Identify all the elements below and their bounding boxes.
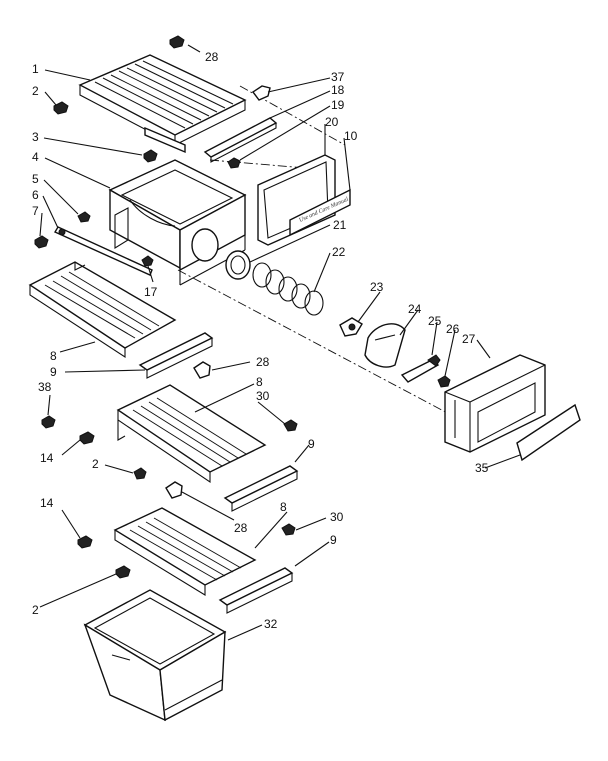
callout-7: 7 <box>32 204 39 218</box>
leader-lines <box>39 44 521 641</box>
screw-2-middle <box>133 467 147 480</box>
callout-28-lower: 28 <box>234 521 248 535</box>
part-26 <box>437 375 451 388</box>
drawer-27 <box>444 354 546 453</box>
callout-32: 32 <box>264 617 278 631</box>
screw-2-top <box>53 101 69 115</box>
door-panel: Use and Care Manual <box>257 154 351 246</box>
callout-10: 10 <box>344 129 358 143</box>
spring-22 <box>252 262 324 316</box>
screw-30-middle <box>283 419 298 432</box>
callout-25: 25 <box>428 314 442 328</box>
screw-30-lower <box>281 523 296 536</box>
callout-2-lower: 2 <box>32 603 39 617</box>
panel-35 <box>516 403 581 462</box>
callout-14-upper: 14 <box>40 451 54 465</box>
callout-18: 18 <box>331 83 345 97</box>
trim-9-lower <box>218 567 294 614</box>
screw-14-upper <box>79 431 95 445</box>
callout-35: 35 <box>475 461 489 475</box>
shelf-8-lower <box>113 507 257 596</box>
callout-8-lower: 8 <box>280 500 287 514</box>
part-24 <box>364 323 406 368</box>
callout-1: 1 <box>32 62 39 76</box>
screw-30-top <box>169 35 185 49</box>
bracket-37 <box>251 85 271 101</box>
plug-28-lower <box>165 481 183 499</box>
screw-3 <box>143 149 158 163</box>
screw-14-lower <box>77 535 93 549</box>
callout-19: 19 <box>331 98 345 112</box>
crisper-pan-32 <box>83 589 227 722</box>
callout-labels: 28 1 2 3 4 5 6 7 37 18 19 20 10 21 22 23… <box>32 50 489 631</box>
callout-26: 26 <box>446 322 460 336</box>
callout-9-lower: 9 <box>330 533 337 547</box>
trim-9-upper <box>138 332 214 379</box>
part-25 <box>400 354 441 383</box>
screw-7 <box>34 235 49 249</box>
callout-17: 17 <box>144 285 158 299</box>
screw-38 <box>41 415 56 429</box>
callout-28-upper: 28 <box>256 355 270 369</box>
rod-6 <box>53 226 153 276</box>
callout-8-upper: 8 <box>50 349 57 363</box>
callout-27: 27 <box>462 332 476 346</box>
callout-24: 24 <box>408 302 422 316</box>
callout-2-top: 2 <box>32 84 39 98</box>
callout-6: 6 <box>32 188 39 202</box>
callout-37: 37 <box>331 70 345 84</box>
ring-21 <box>225 250 251 280</box>
plug-28-upper <box>193 361 211 379</box>
screw-2-lower <box>115 565 131 579</box>
trim-9-middle <box>223 465 299 512</box>
callout-30-lower: 30 <box>330 510 344 524</box>
callout-30-middle: 30 <box>256 389 270 403</box>
callout-9-upper: 9 <box>50 365 57 379</box>
callout-9-middle: 9 <box>308 437 315 451</box>
part-23 <box>339 317 363 337</box>
callout-21: 21 <box>333 218 347 232</box>
screw-17 <box>141 255 154 267</box>
alignment-lines <box>177 85 471 426</box>
rail-18-19 <box>203 117 278 169</box>
screw-5 <box>77 211 91 223</box>
callout-3: 3 <box>32 130 39 144</box>
callout-14-lower: 14 <box>40 496 54 510</box>
shelf-8-upper <box>28 261 177 359</box>
callout-23: 23 <box>370 280 384 294</box>
callout-30-top: 28 <box>205 50 219 64</box>
callout-8-middle: 8 <box>256 375 263 389</box>
callout-22: 22 <box>332 245 346 259</box>
callout-4: 4 <box>32 150 39 164</box>
callout-2-middle: 2 <box>92 457 99 471</box>
callout-38: 38 <box>38 380 52 394</box>
callout-20: 20 <box>325 115 339 129</box>
top-shelf <box>78 54 247 154</box>
callout-5: 5 <box>32 172 39 186</box>
shelf-8-middle <box>116 384 267 484</box>
pan-housing <box>108 159 247 286</box>
